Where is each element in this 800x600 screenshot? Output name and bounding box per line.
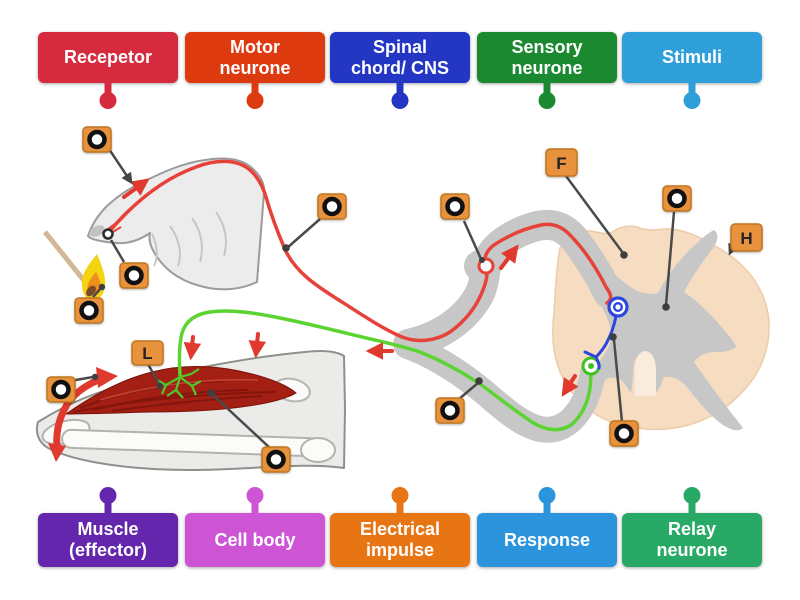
relay-dendrites: [583, 350, 601, 370]
receptor-endpoint-circle: [102, 228, 114, 240]
green-nerve-path: [177, 309, 593, 432]
answer-marker-4[interactable]: [317, 193, 347, 220]
leader-4: [286, 218, 321, 249]
leader-10-dot: [91, 373, 99, 381]
label-spinal-chord-cns[interactable]: Spinal chord/ CNS: [330, 32, 470, 109]
central-canal-notch: [635, 351, 656, 396]
leader-11-dot: [207, 389, 215, 397]
impulse-direction-arrows: [48, 178, 579, 462]
label-muscle-effector[interactable]: Muscle (effector): [38, 487, 178, 567]
leader-l: [146, 363, 161, 385]
answer-markers: F H L: [46, 126, 763, 473]
label-response[interactable]: Response: [477, 487, 617, 567]
answer-marker-3[interactable]: [74, 297, 104, 324]
label-sensory-neurone[interactable]: Sensory neurone: [477, 32, 617, 109]
arrow-arm-head-up: [96, 367, 118, 388]
leader-12-dot: [475, 377, 483, 385]
arm-effector: [35, 350, 346, 471]
leader-13: [612, 339, 624, 423]
arrow-down-a: [183, 335, 202, 361]
leader-2: [109, 239, 126, 263]
leader-3: [92, 287, 102, 298]
answer-marker-1[interactable]: [82, 126, 112, 153]
marker-letter-l-text: L: [142, 344, 152, 363]
leader-3-dot: [98, 283, 106, 291]
arrow-to-cord: [499, 244, 519, 270]
leader-lines: [69, 148, 739, 449]
relay-cell-nucleus: [613, 302, 624, 313]
arrow-down-b: [248, 332, 267, 359]
arrow-arm-movement: [53, 374, 108, 449]
leader-12: [458, 382, 479, 400]
answer-marker-letter-f[interactable]: F: [545, 148, 578, 177]
leader-f: [564, 175, 625, 254]
label-electrical-impulse[interactable]: Electrical impulse: [330, 487, 470, 567]
red-nerve-path: [106, 159, 613, 343]
answer-marker-11[interactable]: [261, 446, 291, 473]
gray-matter-shape: [579, 230, 743, 431]
leader-4-dot: [282, 244, 290, 252]
arrow-finger: [122, 178, 150, 199]
relay-neurone-blue: [583, 296, 629, 370]
hand: [43, 157, 266, 301]
answer-marker-2[interactable]: [119, 262, 149, 289]
leader-f-dot: [620, 251, 628, 259]
marker-letter-f-text: F: [556, 154, 566, 173]
label-stimuli[interactable]: Stimuli: [622, 32, 762, 109]
fingernail: [89, 225, 105, 237]
spinal-gray-matter: [579, 230, 743, 431]
label-motor-neurone[interactable]: Motor neurone: [185, 32, 325, 109]
motor-end-plates: [156, 368, 202, 399]
label-cell-body[interactable]: Cell body: [185, 487, 325, 567]
relay-axon: [594, 314, 618, 359]
arrow-arm-head-down: [48, 443, 66, 462]
muscle-highlight: [99, 378, 259, 401]
leader-6-dot: [662, 303, 670, 311]
leader-13-dot: [609, 333, 617, 341]
answer-marker-5[interactable]: [440, 193, 470, 220]
finger-creases: [151, 211, 227, 267]
leader-1: [107, 148, 133, 185]
answer-marker-12[interactable]: [435, 397, 465, 424]
answer-marker-6[interactable]: [662, 185, 692, 212]
leader-5: [462, 220, 483, 260]
answer-marker-10[interactable]: [46, 376, 76, 403]
leader-11: [212, 394, 271, 449]
leader-6: [664, 211, 676, 306]
label-relay-neurone[interactable]: Relay neurone: [622, 487, 762, 567]
match-head: [86, 285, 96, 297]
leader-l-dot: [156, 382, 164, 390]
label-receptor[interactable]: Recepetor: [38, 32, 178, 109]
arrow-ventral-out: [561, 374, 579, 397]
marker-letter-h-text: H: [740, 229, 752, 248]
answer-marker-letter-h[interactable]: H: [730, 223, 763, 252]
motor-cell-nucleus: [588, 363, 594, 369]
leader-5-dot: [479, 257, 485, 263]
answer-marker-13[interactable]: [609, 420, 639, 447]
answer-marker-letter-l[interactable]: L: [131, 340, 164, 366]
